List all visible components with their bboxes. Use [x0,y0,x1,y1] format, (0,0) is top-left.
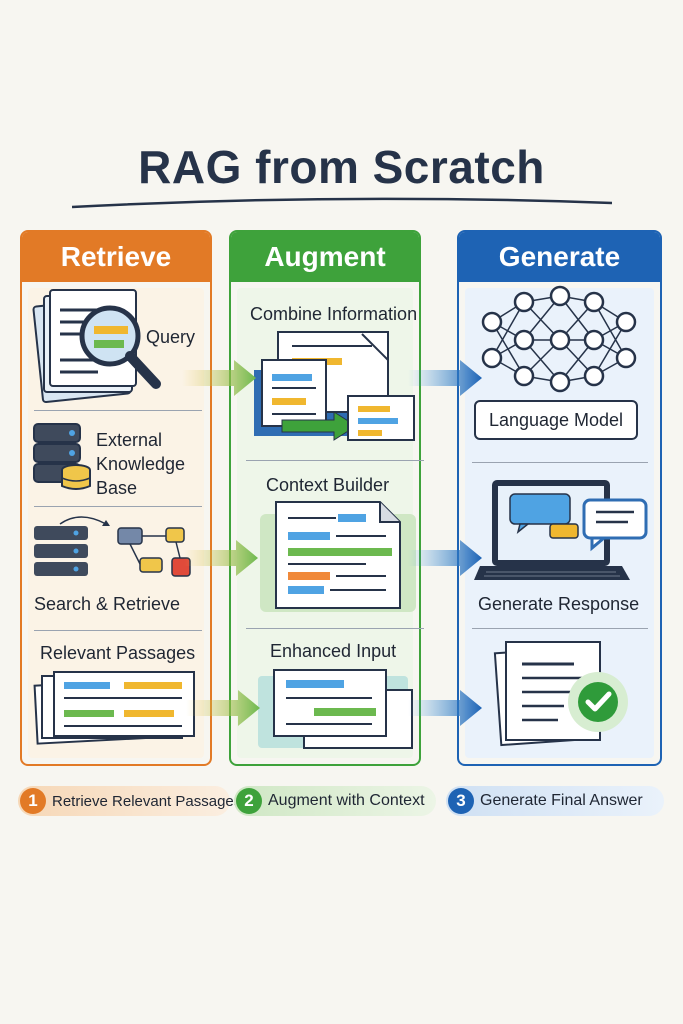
database-icon [33,423,91,490]
page-title: RAG from Scratch [138,141,545,193]
augment-divider-2 [246,628,424,629]
step-3-number: 3 [448,788,474,814]
knowledge-base-label: External Knowledge Base [96,428,196,500]
search-retrieve-label: Search & Retrieve [34,594,181,614]
generate-header: Generate [459,232,660,282]
step-2-number: 2 [236,788,262,814]
generate-response-label: Generate Response [478,594,640,614]
documents-icon [33,671,195,745]
language-model-box: Language Model [474,400,638,440]
neural-network-icon [481,285,637,393]
retrieve-header: Retrieve [22,232,210,282]
generate-divider-1 [472,462,648,463]
enhanced-input-label: Enhanced Input [270,641,397,661]
network-search-icon [34,516,191,577]
arrow-right-icon [182,360,256,396]
combine-information-label: Combine Information [250,304,418,324]
query-label: Query [146,327,196,347]
step-3-pill: 3 Generate Final Answer [446,786,664,816]
title-underline [72,197,612,209]
step-2-pill: 2 Augment with Context [234,786,436,816]
step-1-number: 1 [20,788,46,814]
arrow-right-icon [408,360,482,396]
arrow-right-icon [408,540,482,576]
step-1-label: Retrieve Relevant Passages [52,792,242,810]
knowledge-base-label-text: External Knowledge Base [96,430,186,498]
context-document-icon [260,501,416,612]
language-model-label: Language Model [488,410,624,430]
retrieve-divider-3 [34,630,202,631]
arrow-right-icon [408,690,482,726]
arrow-right-icon [186,690,260,726]
augment-header: Augment [231,232,419,282]
context-builder-label: Context Builder [266,475,390,495]
step-3-label: Generate Final Answer [480,792,643,809]
generate-divider-2 [472,628,648,629]
answer-check-icon [493,641,628,747]
retrieve-divider-1 [34,410,202,411]
document-search-icon [32,289,161,404]
enhanced-input-icon [258,669,413,749]
arrow-right-icon [184,540,258,576]
augment-divider-1 [246,460,424,461]
retrieve-divider-2 [34,506,202,507]
merge-documents-icon [254,331,415,441]
step-1-pill: 1 Retrieve Relevant Passages [18,786,241,816]
step-2-label: Augment with Context [268,792,425,809]
relevant-passages-label: Relevant Passages [40,643,196,663]
laptop-chat-icon [474,480,648,580]
